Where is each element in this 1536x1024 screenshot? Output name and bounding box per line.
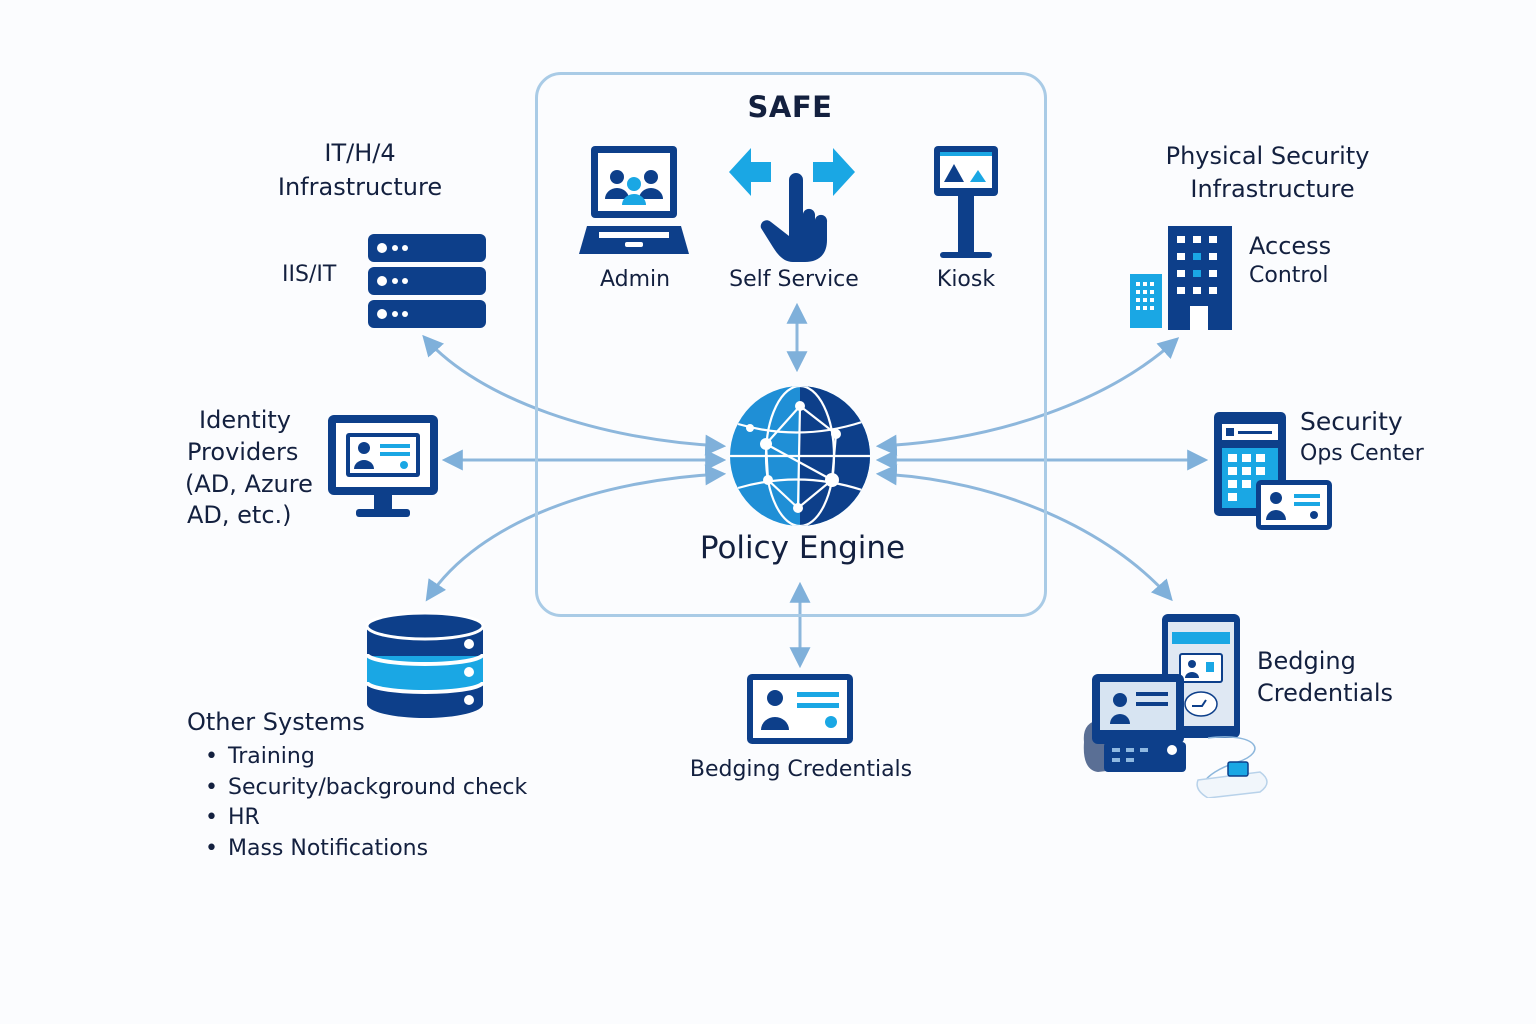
security-ops-line2: Ops Center — [1300, 441, 1424, 466]
access-control-line2: Control — [1249, 263, 1329, 288]
right-credentials-line2: Credentials — [1257, 679, 1394, 707]
other-systems-item: HR — [205, 803, 527, 834]
kiosk-label: Kiosk — [936, 267, 996, 292]
policy-engine-title: Policy Engine — [699, 530, 906, 566]
other-systems-item: Security/background check — [205, 773, 527, 804]
connector-other-systems — [425, 464, 727, 602]
security-ops-line1: Security — [1300, 407, 1403, 436]
safe-title: SAFE — [747, 90, 833, 124]
access-control-line1: Access — [1249, 232, 1332, 260]
physical-security-title-line1: Physical Security — [1165, 142, 1370, 170]
it-infra-title-line1: IT/H/4 — [324, 139, 396, 167]
keypad-id-card-icon — [1214, 412, 1332, 530]
database-icon — [365, 612, 485, 718]
it-infra-title-line2: Infrastructure — [277, 173, 443, 201]
connector-it-infra — [422, 334, 727, 456]
kiosk-icon — [934, 146, 998, 258]
hand-pointer-arrows-icon — [729, 148, 855, 262]
admin-label: Admin — [599, 267, 671, 292]
safe-container — [535, 72, 1047, 617]
badge-printer-tablet-icon — [1083, 614, 1268, 798]
right-credentials-line1: Bedging — [1257, 647, 1356, 675]
network-globe-icon — [730, 386, 870, 526]
self-service-label: Self Service — [729, 267, 859, 292]
physical-security-title-line2: Infrastructure — [1190, 175, 1355, 203]
identity-line4: AD, etc.) — [187, 501, 292, 529]
other-systems-title: Other Systems — [187, 708, 365, 736]
bottom-credentials-label: Bedging Credentials — [689, 757, 913, 782]
building-icon — [1130, 226, 1232, 330]
other-systems-item: Mass Notifications — [205, 834, 527, 865]
connector-access-control — [875, 337, 1180, 456]
other-systems-list: Training Security/background check HR Ma… — [205, 742, 527, 864]
identity-line1: Identity — [199, 406, 291, 434]
id-badge-icon — [747, 674, 853, 744]
connector-right-credentials — [875, 464, 1173, 602]
laptop-users-icon — [579, 146, 689, 254]
iis-it-label: IIS/IT — [282, 262, 337, 287]
monitor-id-card-icon — [328, 415, 438, 517]
identity-line3: (AD, Azure — [185, 470, 313, 498]
identity-line2: Providers — [187, 438, 299, 466]
other-systems-item: Training — [205, 742, 527, 773]
server-rack-icon — [368, 234, 486, 328]
